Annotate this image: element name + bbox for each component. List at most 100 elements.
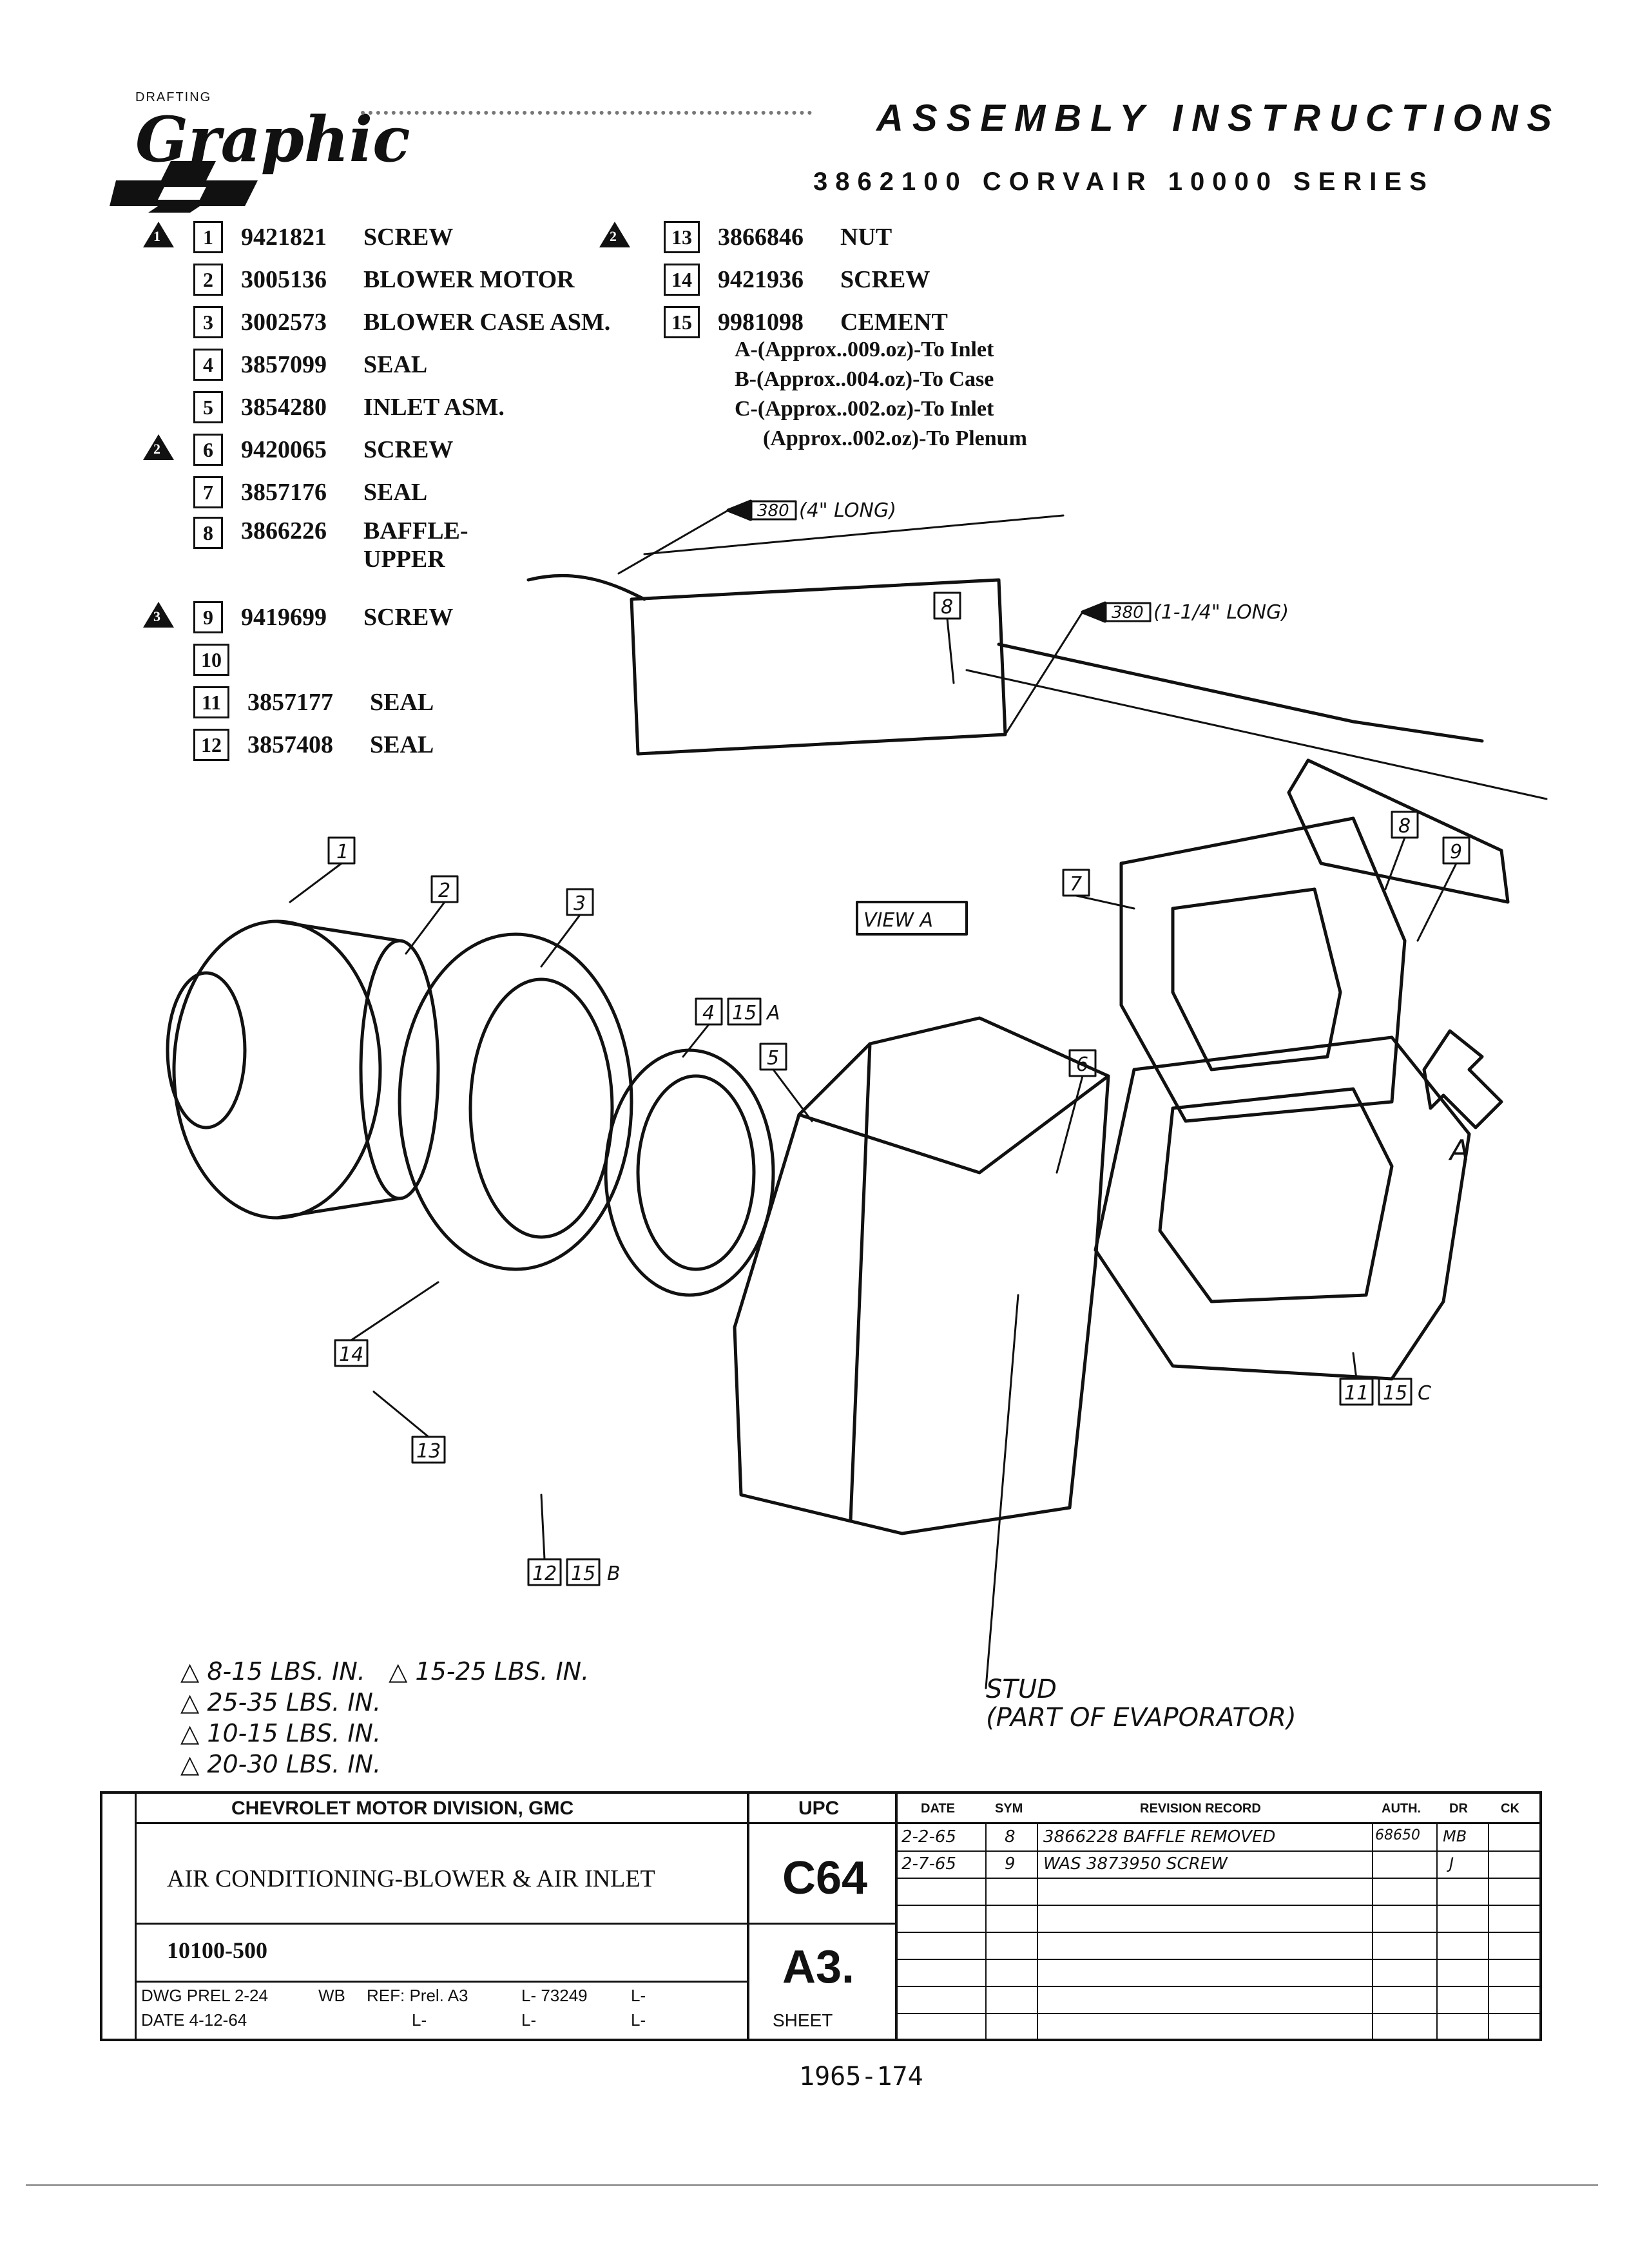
inlet-assembly-shape — [733, 1016, 1110, 1535]
cement-note: A-(Approx..009.oz)-To Inlet — [735, 338, 994, 361]
title-block: CHEVROLET MOTOR DIVISION, GMC UPC DATE S… — [100, 1791, 1542, 2041]
ref-l1: L- 73249 — [521, 1986, 588, 2005]
callout-380-text: 380 — [757, 501, 789, 521]
part-name: SEAL — [370, 689, 434, 716]
callout-label: 9 — [1450, 841, 1462, 863]
callout-label: 7 — [1070, 873, 1082, 896]
part-row: 14 9421936 SCREW — [664, 262, 930, 298]
baffle-upper-shape — [526, 514, 1548, 800]
part-row: 12 3857408 SEAL — [193, 727, 434, 763]
callout-label: 2 — [438, 879, 450, 902]
revision-record: 3866228 BAFFLE REMOVED — [1043, 1827, 1276, 1847]
part-code: 3857176 — [241, 479, 327, 506]
chevrolet-bowtie-icon — [110, 161, 258, 213]
part-row: 10 — [193, 642, 247, 678]
part-name: SCREW — [840, 266, 930, 293]
part-number-box: 5 — [193, 391, 223, 423]
torque-triangle-icon: 2 — [143, 434, 174, 460]
revision-dr: J — [1449, 1854, 1454, 1872]
callout-label: 12 — [532, 1562, 557, 1585]
part-number-box: 10 — [193, 644, 229, 676]
torque-note-text: 20-30 LBS. IN. — [207, 1750, 381, 1778]
revision-record-label: REVISION RECORD — [1140, 1802, 1261, 1816]
revision-date: 2-2-65 — [901, 1827, 956, 1847]
part-number-box: 14 — [664, 264, 700, 296]
revision-auth: 68650 — [1375, 1827, 1420, 1843]
blower-case-shape — [398, 932, 633, 1271]
torque-triangle-icon: 1 — [143, 222, 174, 247]
part-number-box: 13 — [664, 221, 700, 253]
callout-label: 8 — [941, 596, 953, 619]
callout-label: 5 — [767, 1047, 779, 1070]
seal-frame-shape — [1119, 816, 1407, 1123]
part-code: 3857099 — [241, 351, 327, 378]
ck-label: CK — [1501, 1802, 1519, 1816]
torque-note: △ 10-15 LBS. IN. — [180, 1719, 381, 1747]
part-row: 2 3005136 BLOWER MOTOR — [193, 262, 575, 298]
baffle-right-shape — [1287, 758, 1510, 904]
part-row: 7 3857176 SEAL — [193, 474, 427, 510]
callout-label: 15 — [732, 1002, 757, 1024]
part-row: 4 3857099 SEAL — [193, 347, 427, 383]
page-title: ASSEMBLY INSTRUCTIONS — [876, 97, 1561, 139]
callout-380-text: 380 — [1112, 603, 1144, 622]
torque-triangle-icon: 3 — [143, 602, 174, 628]
part-row: 5 3854280 INLET ASM. — [193, 389, 505, 425]
part-number-box: 15 — [664, 306, 700, 338]
group-number: 10100-500 — [167, 1937, 267, 1963]
cement-notes: A-(Approx..009.oz)-To Inlet B-(Approx..0… — [735, 335, 1027, 454]
torque-note: △ 20-30 LBS. IN. — [180, 1750, 381, 1778]
part-code: 3005136 — [241, 266, 327, 293]
part-code: 3857408 — [247, 731, 333, 758]
torque-triangle-icon: 2 — [599, 222, 630, 247]
callout-label: B — [607, 1562, 621, 1585]
part-row: 3 3002573 BLOWER CASE ASM. — [193, 304, 610, 340]
callout-label: 11 — [1344, 1382, 1369, 1405]
part-code: 9421821 — [241, 224, 327, 251]
callout-380-114in: 380 (1-1/4" LONG) — [1004, 601, 1289, 736]
dwg-info: DWG PREL 2-24 — [141, 1986, 268, 2005]
part-code: 3866846 — [718, 224, 804, 251]
callout-label: 6 — [1076, 1053, 1088, 1076]
callout-label: 14 — [339, 1343, 363, 1366]
part-code: 3002573 — [241, 309, 327, 336]
item-callouts: 1 2 3 4 15 A 5 6 7 8 8 9 14 13 12 15 B 1… — [327, 591, 1470, 1586]
sheet-label: SHEET — [773, 2010, 833, 2030]
seal-ring-shape — [604, 1048, 775, 1297]
callout-4-long-text: (4" LONG) — [799, 499, 896, 522]
date-label: DATE — [921, 1802, 955, 1816]
torque-note-text: 8-15 LBS. IN. — [207, 1657, 365, 1686]
callout-label: 15 — [571, 1562, 595, 1585]
callout-380-4in: 380 (4" LONG) — [617, 499, 896, 575]
callout-label: 15 — [1383, 1382, 1407, 1405]
torque-note: △ 8-15 LBS. IN. △ 15-25 LBS. IN. — [180, 1657, 590, 1686]
blower-motor-shape — [166, 919, 440, 1220]
part-number-box: 6 — [193, 434, 223, 466]
part-code: 3854280 — [241, 394, 327, 421]
part-row: 8 3866226 BAFFLE- UPPER — [193, 517, 468, 581]
part-name: CEMENT — [840, 309, 948, 336]
cement-note: B-(Approx..004.oz)-To Case — [735, 367, 994, 391]
callout-label: 3 — [574, 892, 586, 915]
part-name: SEAL — [363, 479, 428, 506]
stud-note: STUD (PART OF EVAPORATOR) — [986, 1675, 1296, 1732]
logo-small-text: DRAFTING — [135, 90, 212, 104]
callout-label: 13 — [416, 1440, 441, 1463]
revision-sym: 8 — [1005, 1827, 1016, 1847]
part-number-box: 2 — [193, 264, 223, 296]
exploded-assembly-drawing: 380 (4" LONG) 380 (1-1/4" LONG) — [166, 499, 1548, 1689]
ref-l4: L- — [521, 2010, 537, 2030]
dwg-date: DATE 4-12-64 — [141, 2010, 247, 2030]
part-code: 9421936 — [718, 266, 804, 293]
dwg-by: WB — [318, 1986, 345, 2005]
part-name: SCREW — [363, 436, 454, 463]
part-name: BAFFLE- UPPER — [363, 517, 468, 573]
sheet-code: A3. — [782, 1941, 855, 1993]
callout-114-long-text: (1-1/4" LONG) — [1153, 601, 1289, 624]
callout-label: 4 — [702, 1002, 715, 1024]
view-a-letter: A — [1448, 1134, 1469, 1167]
sym-label: SYM — [995, 1802, 1023, 1816]
stud-note-line: STUD — [986, 1675, 1057, 1704]
part-code: 9419699 — [241, 604, 327, 631]
dr-label: DR — [1449, 1802, 1468, 1816]
